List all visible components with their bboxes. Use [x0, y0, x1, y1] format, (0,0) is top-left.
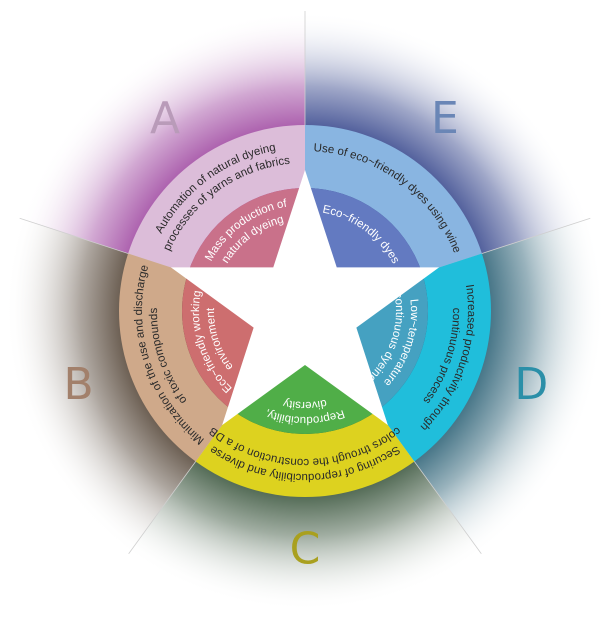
- outer-segment-A: [128, 125, 305, 273]
- inner-segment-C: [232, 311, 378, 435]
- sector-letter-C: C: [290, 524, 321, 575]
- sector-letter-E: E: [431, 93, 459, 144]
- center-star: [170, 170, 440, 426]
- outer-segment-D: [377, 253, 491, 462]
- sector-letter-B: B: [64, 359, 94, 410]
- outer-segment-C: [195, 410, 415, 497]
- sector-letters: A E D C B: [64, 93, 549, 575]
- inner-text-C: diversity: [282, 397, 328, 411]
- sector-letter-A: A: [150, 93, 180, 144]
- sector-letter-D: D: [514, 359, 548, 410]
- outer-segment-E: [305, 125, 482, 273]
- outer-segment-B: [119, 253, 233, 462]
